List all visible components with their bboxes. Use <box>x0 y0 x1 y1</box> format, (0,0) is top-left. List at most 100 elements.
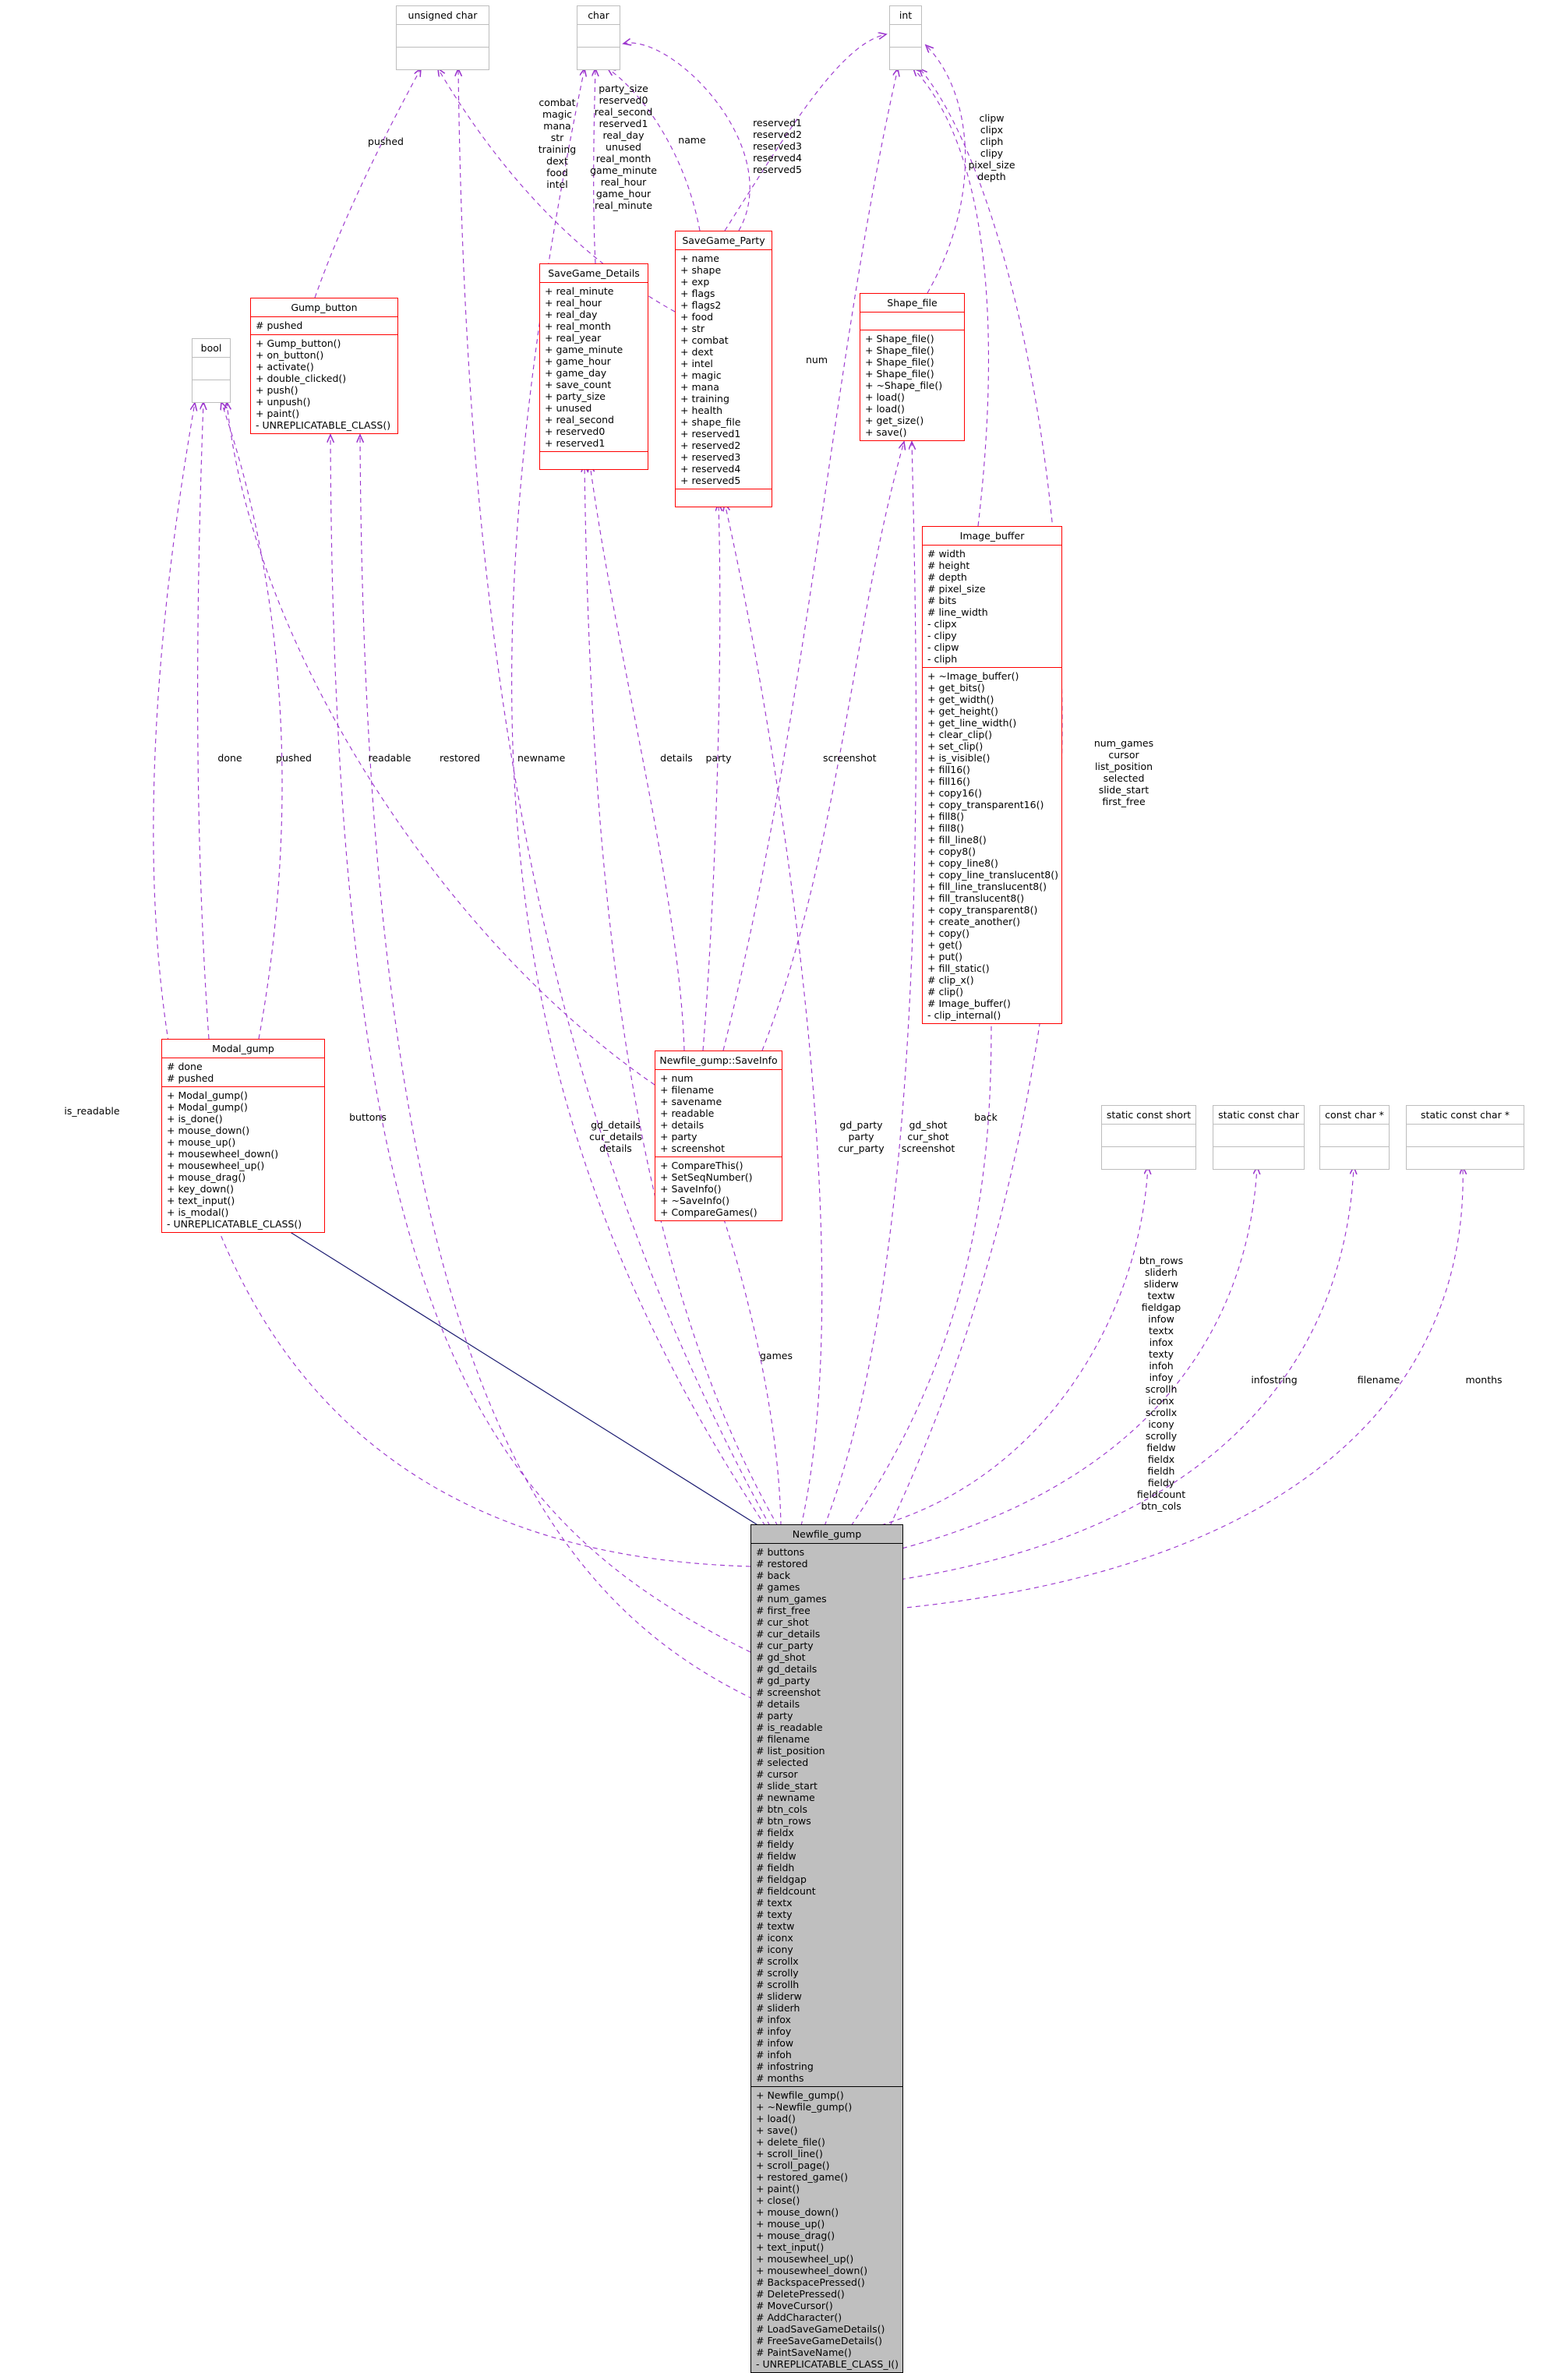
edge-shape-int <box>926 45 966 294</box>
methods-section <box>1320 1146 1389 1169</box>
member-item: cursor <box>1108 749 1139 761</box>
member-item: + ~SaveInfo() <box>660 1195 730 1206</box>
member-item: + reserved1 <box>680 428 741 440</box>
class-bool: bool <box>192 338 231 403</box>
class-image-buffer[interactable]: Image_buffer # width# height# depth# pix… <box>922 526 1062 1024</box>
member-item: # sliderh <box>756 2002 800 2014</box>
class-const-char-ptr: const char * <box>1319 1105 1390 1170</box>
member-item: # infox <box>756 2014 791 2025</box>
member-item: str <box>550 132 564 143</box>
class-newfile-gump-saveinfo[interactable]: Newfile_gump::SaveInfo + num+ filename+ … <box>655 1051 782 1221</box>
member-item: + reserved3 <box>680 451 741 463</box>
member-item: + screenshot <box>660 1142 725 1154</box>
member-item: # cur_details <box>756 1628 821 1640</box>
member-item: + text_input() <box>167 1195 235 1206</box>
class-title: SaveGame_Details <box>548 267 640 279</box>
member-item: + reserved1 <box>545 437 606 449</box>
class-static-const-char: static const char <box>1213 1105 1305 1170</box>
methods-section <box>676 489 772 507</box>
member-item: # fieldx <box>756 1827 794 1838</box>
methods-section <box>1102 1146 1195 1169</box>
methods-section <box>1407 1146 1524 1169</box>
member-item: # PaintSaveName() <box>756 2347 852 2358</box>
member-item: reserved1 <box>599 118 648 129</box>
edge-screenshot <box>761 442 904 1051</box>
attributes-section: # done# pushed <box>162 1058 324 1086</box>
member-item: # depth <box>927 571 967 583</box>
member-item: + party_size <box>545 390 606 402</box>
member-item: + delete_file() <box>756 2136 825 2148</box>
member-item: + real_year <box>545 332 602 344</box>
attributes-section <box>397 24 489 47</box>
member-item: screenshot <box>901 1142 955 1154</box>
member-item: # gd_shot <box>756 1651 806 1663</box>
member-item: + CompareGames() <box>660 1206 758 1218</box>
member-item: + Modal_gump() <box>167 1089 248 1101</box>
member-item: + real_day <box>545 309 598 320</box>
member-item: clipw <box>979 112 1005 124</box>
member-item: - UNREPLICATABLE_CLASS() <box>167 1218 302 1230</box>
edge-num <box>722 69 898 1051</box>
attributes-section <box>577 24 620 47</box>
member-item: + get_bits() <box>927 682 985 694</box>
class-savegame-party[interactable]: SaveGame_Party + name+ shape+ exp+ flags… <box>675 231 772 507</box>
edge-label-games: games <box>760 1350 793 1361</box>
attributes-section <box>860 312 964 330</box>
class-savegame-details[interactable]: SaveGame_Details + real_minute+ real_hou… <box>539 263 648 470</box>
member-item: # clip_x() <box>927 974 974 986</box>
edge-back <box>850 1015 991 1527</box>
member-item: # scrollx <box>756 1955 799 1967</box>
member-item: + text_input() <box>756 2241 825 2253</box>
class-gump-button[interactable]: Gump_button # pushed + Gump_button()+ on… <box>250 298 398 434</box>
member-item: - cliph <box>927 653 958 665</box>
member-item: # bits <box>927 595 957 606</box>
member-item: + mouse_drag() <box>756 2230 835 2241</box>
member-item: # back <box>756 1570 791 1581</box>
member-item: scrollx <box>1145 1407 1178 1418</box>
member-item: # slide_start <box>756 1780 818 1792</box>
member-item: # party <box>756 1710 793 1721</box>
member-item: cur_details <box>589 1131 642 1142</box>
member-item: # cursor <box>756 1768 798 1780</box>
member-item: + game_day <box>545 367 607 379</box>
member-item: + is_modal() <box>167 1206 229 1218</box>
member-item: + save() <box>865 426 907 438</box>
member-item: # fieldcount <box>756 1885 816 1897</box>
member-item: icony <box>1148 1418 1174 1430</box>
member-item: # textw <box>756 1920 795 1932</box>
class-shape-file[interactable]: Shape_file + Shape_file()+ Shape_file()+… <box>860 293 965 441</box>
class-modal-gump[interactable]: Modal_gump # done# pushed + Modal_gump()… <box>161 1039 325 1233</box>
attributes-section <box>1320 1124 1389 1146</box>
member-item: combat <box>539 97 576 108</box>
member-item: + save_count <box>545 379 612 390</box>
member-item: + mouse_drag() <box>167 1171 246 1183</box>
member-item: + is_done() <box>167 1113 223 1125</box>
member-item: infoh <box>1149 1360 1174 1372</box>
member-item: # line_width <box>927 606 988 618</box>
edge-label-restored: restored <box>439 752 481 764</box>
member-item: + SetSeqNumber() <box>660 1171 753 1183</box>
attributes-section <box>1102 1124 1195 1146</box>
edge-pushed-mid <box>221 402 283 1040</box>
edge-label-is-readable: is_readable <box>64 1105 120 1117</box>
member-item: game_minute <box>590 164 657 176</box>
member-item: gd_details <box>591 1119 641 1131</box>
member-item: cliph <box>980 136 1004 147</box>
member-item: fieldcount <box>1136 1488 1186 1500</box>
member-item: + put() <box>927 951 962 962</box>
member-item: real_second <box>594 106 653 118</box>
member-item: # details <box>756 1698 800 1710</box>
methods-section <box>540 451 648 469</box>
class-title: Shape_file <box>887 297 938 309</box>
member-item: + get_size() <box>865 415 924 426</box>
member-item: # icony <box>756 1944 793 1955</box>
member-item: + paint() <box>256 408 300 419</box>
member-item: party_size <box>599 83 648 94</box>
member-item: pixel_size <box>968 159 1015 171</box>
edge-gd-details <box>584 464 779 1527</box>
